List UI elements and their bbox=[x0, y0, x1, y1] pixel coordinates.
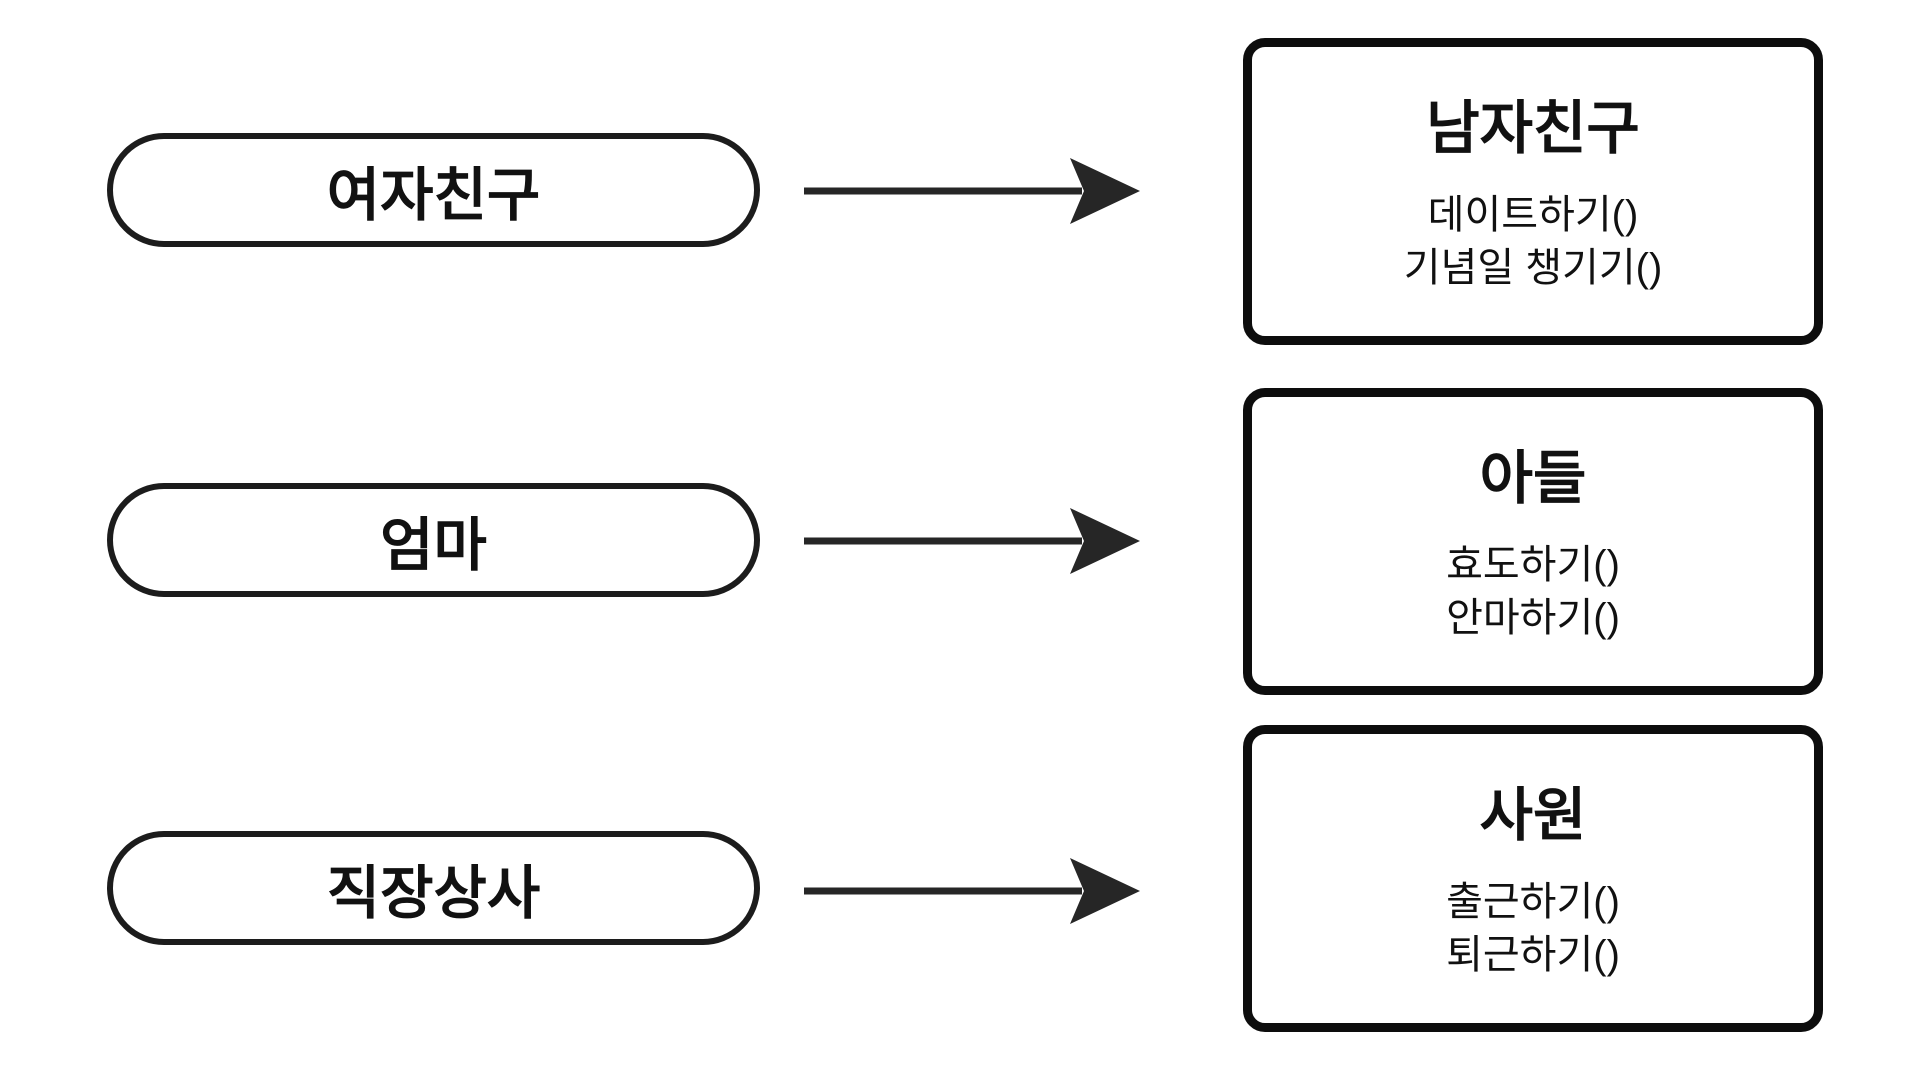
actor-pill-girlfriend: 여자친구 bbox=[107, 133, 760, 247]
class-method-list: 효도하기() 안마하기() bbox=[1446, 539, 1620, 645]
class-title: 남자친구 bbox=[1426, 96, 1640, 161]
class-method: 출근하기() bbox=[1446, 880, 1620, 924]
class-method-list: 데이트하기() 기념일 챙기기() bbox=[1404, 189, 1663, 295]
actor-pill-mom: 엄마 bbox=[107, 483, 760, 597]
actor-label: 엄마 bbox=[380, 513, 487, 578]
actor-label: 직장상사 bbox=[326, 861, 541, 926]
class-method: 퇴근하기() bbox=[1446, 933, 1620, 978]
class-box-boyfriend: 남자친구 데이트하기() 기념일 챙기기() bbox=[1243, 38, 1823, 345]
class-method: 기념일 챙기기() bbox=[1403, 246, 1663, 291]
arrow-icon bbox=[800, 496, 1140, 586]
arrow-icon bbox=[800, 846, 1140, 936]
actor-pill-boss: 직장상사 bbox=[107, 831, 760, 945]
class-box-employee: 사원 출근하기() 퇴근하기() bbox=[1243, 725, 1823, 1032]
class-method: 안마하기() bbox=[1446, 596, 1620, 641]
actor-label: 여자친구 bbox=[326, 163, 541, 228]
class-box-son: 아들 효도하기() 안마하기() bbox=[1243, 388, 1823, 695]
class-title: 사원 bbox=[1479, 783, 1587, 848]
class-method: 효도하기() bbox=[1446, 543, 1620, 587]
class-method-list: 출근하기() 퇴근하기() bbox=[1446, 876, 1620, 982]
class-method: 데이트하기() bbox=[1427, 193, 1639, 237]
class-title: 아들 bbox=[1479, 446, 1587, 511]
arrow-icon bbox=[800, 146, 1140, 236]
